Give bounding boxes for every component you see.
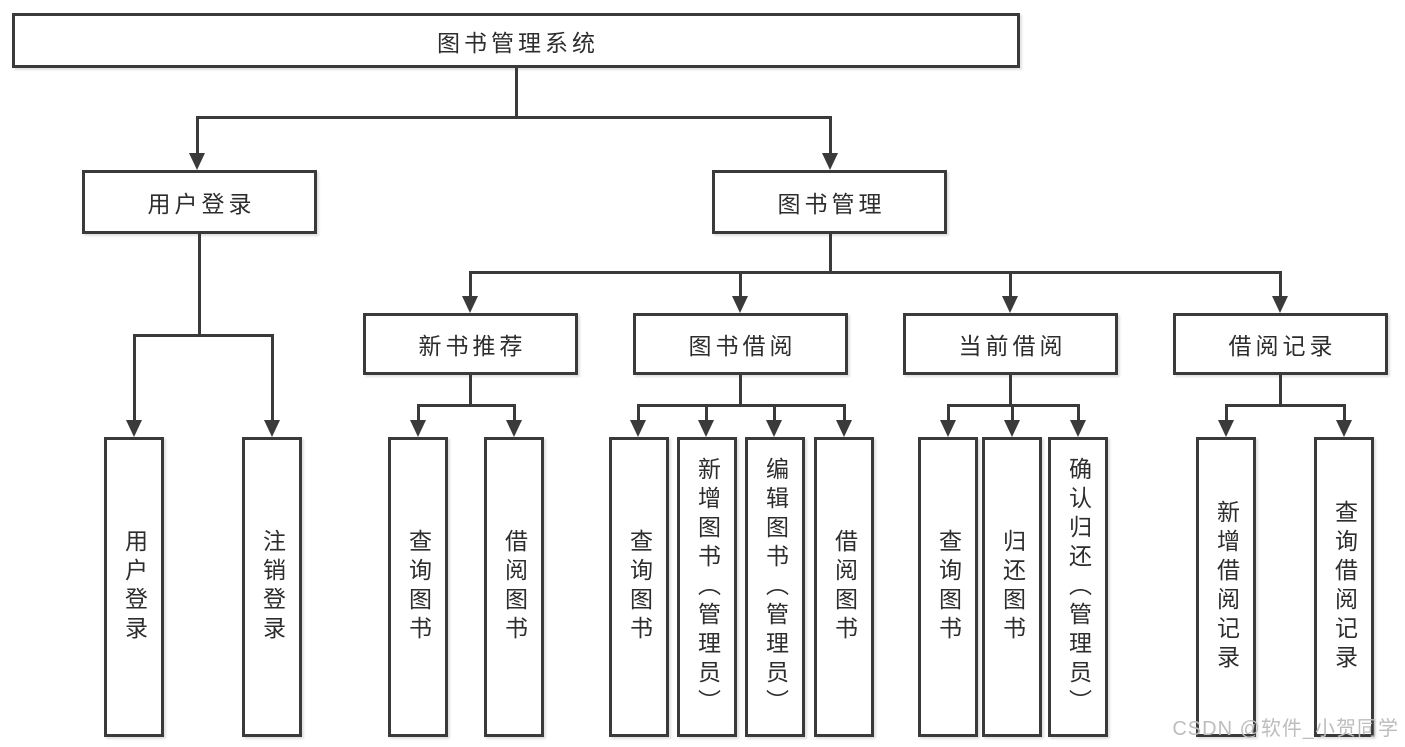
node-book-management: 图书管理 (712, 170, 947, 234)
connector-line (773, 404, 776, 422)
leaf-add-book-admin: 新增图书（管理员） (677, 437, 737, 737)
connector-line (469, 271, 472, 298)
connector-line (739, 271, 742, 298)
arrow-down-icon (1002, 296, 1018, 313)
leaf-query-book-current: 查询图书 (918, 437, 978, 737)
node-label: 图书借阅 (688, 333, 797, 359)
arrow-down-icon (264, 420, 280, 437)
connector-line (1009, 271, 1012, 298)
node-label: 图书管理系统 (437, 29, 599, 56)
arrow-down-icon (698, 420, 714, 437)
connector-line (829, 234, 832, 274)
leaf-borrow-book: 借阅图书 (814, 437, 874, 737)
connector-line (1225, 404, 1344, 407)
connector-line (196, 116, 199, 155)
connector-line (515, 68, 518, 119)
connector-line (1011, 404, 1014, 422)
arrow-down-icon (836, 420, 852, 437)
arrow-down-icon (630, 420, 646, 437)
node-label: 借阅图书 (501, 529, 528, 645)
arrow-down-icon (1004, 420, 1020, 437)
leaf-return-book: 归还图书 (982, 437, 1042, 737)
arrow-down-icon (732, 296, 748, 313)
connector-line (469, 375, 472, 406)
arrow-down-icon (506, 420, 522, 437)
node-label: 用户登录 (121, 529, 148, 645)
connector-line (133, 334, 136, 422)
connector-line (417, 404, 420, 422)
node-book-borrowing: 图书借阅 (633, 313, 848, 375)
connector-line (271, 334, 274, 422)
connector-line (513, 404, 516, 422)
leaf-user-login: 用户登录 (104, 437, 164, 737)
arrow-down-icon (822, 153, 838, 170)
connector-line (198, 234, 201, 336)
node-label: 查询借阅记录 (1331, 500, 1358, 674)
node-label: 当前借阅 (958, 333, 1067, 359)
connector-line (469, 271, 1282, 274)
arrow-down-icon (462, 296, 478, 313)
leaf-query-book-borrow: 查询图书 (609, 437, 669, 737)
leaf-query-borrow-record: 查询借阅记录 (1314, 437, 1374, 737)
leaf-borrow-book-recommend: 借阅图书 (484, 437, 544, 737)
connector-line (1279, 271, 1282, 298)
leaf-logout: 注销登录 (242, 437, 302, 737)
connector-line (1279, 375, 1282, 406)
node-label: 归还图书 (999, 529, 1026, 645)
node-label: 图书管理 (777, 191, 886, 217)
connector-line (829, 116, 832, 155)
connector-line (417, 404, 516, 407)
node-label: 查询图书 (626, 529, 653, 645)
node-label: 查询图书 (405, 529, 432, 645)
node-library-system: 图书管理系统 (12, 13, 1020, 68)
connector-line (739, 375, 742, 406)
node-label: 新书推荐 (418, 333, 527, 359)
leaf-add-borrow-record: 新增借阅记录 (1196, 437, 1256, 737)
connector-line (637, 404, 640, 422)
node-label: 查询图书 (935, 529, 962, 645)
arrow-down-icon (126, 420, 142, 437)
arrow-down-icon (1272, 296, 1288, 313)
leaf-query-book-recommend: 查询图书 (388, 437, 448, 737)
connector-line (196, 116, 832, 119)
connector-line (1009, 375, 1012, 406)
connector-line (1077, 404, 1080, 422)
node-label: 编辑图书（管理员） (762, 456, 789, 718)
node-label: 确认归还（管理员） (1065, 456, 1092, 718)
connector-line (133, 334, 274, 337)
node-label: 借阅图书 (831, 529, 858, 645)
connector-line (947, 404, 950, 422)
node-borrowing-records: 借阅记录 (1173, 313, 1388, 375)
watermark: CSDN @软件_小贺同学 (1172, 718, 1399, 740)
node-label: 借阅记录 (1228, 333, 1337, 359)
connector-line (637, 404, 846, 407)
connector-line (843, 404, 846, 422)
leaf-edit-book-admin: 编辑图书（管理员） (745, 437, 805, 737)
arrow-down-icon (410, 420, 426, 437)
node-label: 新增图书（管理员） (694, 456, 721, 718)
node-user-login: 用户登录 (82, 170, 317, 234)
arrow-down-icon (940, 420, 956, 437)
arrow-down-icon (1336, 420, 1352, 437)
node-label: 新增借阅记录 (1213, 500, 1240, 674)
connector-line (705, 404, 708, 422)
arrow-down-icon (766, 420, 782, 437)
node-new-book-recommend: 新书推荐 (363, 313, 578, 375)
connector-line (1225, 404, 1228, 422)
arrow-down-icon (189, 153, 205, 170)
node-current-borrowing: 当前借阅 (903, 313, 1118, 375)
connector-line (1343, 404, 1346, 422)
node-label: 用户登录 (147, 191, 256, 217)
node-label: 注销登录 (259, 529, 286, 645)
arrow-down-icon (1070, 420, 1086, 437)
leaf-confirm-return-admin: 确认归还（管理员） (1048, 437, 1108, 737)
arrow-down-icon (1218, 420, 1234, 437)
